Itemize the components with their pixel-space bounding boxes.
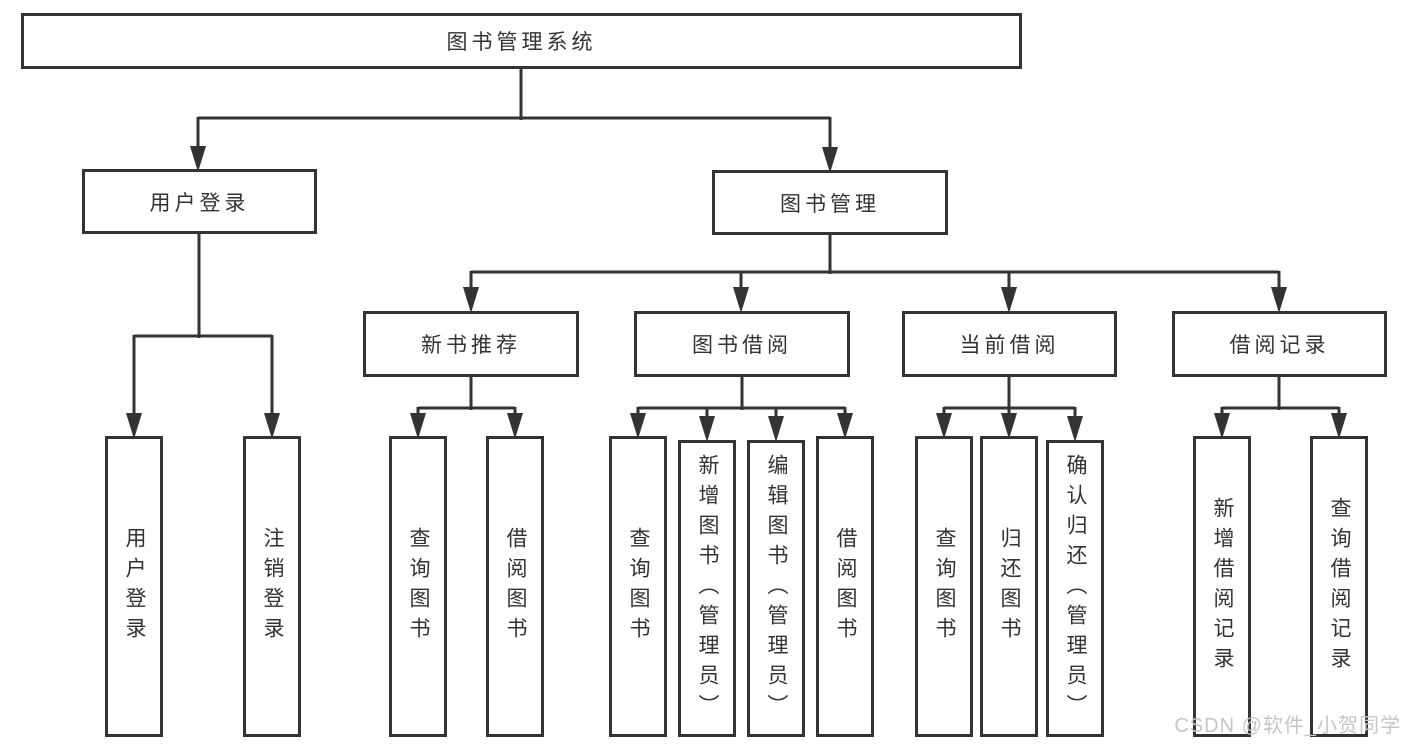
- leaf-br-query-record: 查询借阅记录: [1310, 436, 1368, 737]
- leaf-cb-query-books: 查询图书: [915, 436, 973, 737]
- node-current-borrowing: 当前借阅: [902, 311, 1117, 377]
- node-book-management: 图书管理: [712, 170, 948, 235]
- leaf-bb-add-books-admin: 新增图书（管理员）: [678, 440, 736, 737]
- node-borrow-records: 借阅记录: [1172, 311, 1387, 377]
- node-user-login-group: 用户登录: [82, 169, 317, 234]
- leaf-nbr-query-books: 查询图书: [389, 436, 447, 737]
- leaf-logout: 注销登录: [243, 436, 301, 737]
- leaf-cb-return-books: 归还图书: [980, 436, 1038, 737]
- arrowheads: [126, 146, 1347, 442]
- leaf-nbr-borrow-books: 借阅图书: [486, 436, 544, 737]
- leaf-bb-borrow-books: 借阅图书: [816, 436, 874, 737]
- leaf-cb-confirm-return-admin: 确认归还（管理员）: [1046, 440, 1104, 737]
- leaf-br-add-record: 新增借阅记录: [1193, 436, 1251, 737]
- node-new-book-recommend: 新书推荐: [363, 311, 579, 377]
- watermark: CSDN @软件_小贺同学: [1174, 715, 1401, 737]
- leaf-user-login: 用户登录: [105, 436, 163, 737]
- node-library-system: 图书管理系统: [21, 13, 1022, 69]
- leaf-bb-edit-books-admin: 编辑图书（管理员）: [747, 440, 805, 737]
- node-book-borrowing: 图书借阅: [634, 311, 850, 377]
- leaf-bb-query-books: 查询图书: [609, 436, 667, 737]
